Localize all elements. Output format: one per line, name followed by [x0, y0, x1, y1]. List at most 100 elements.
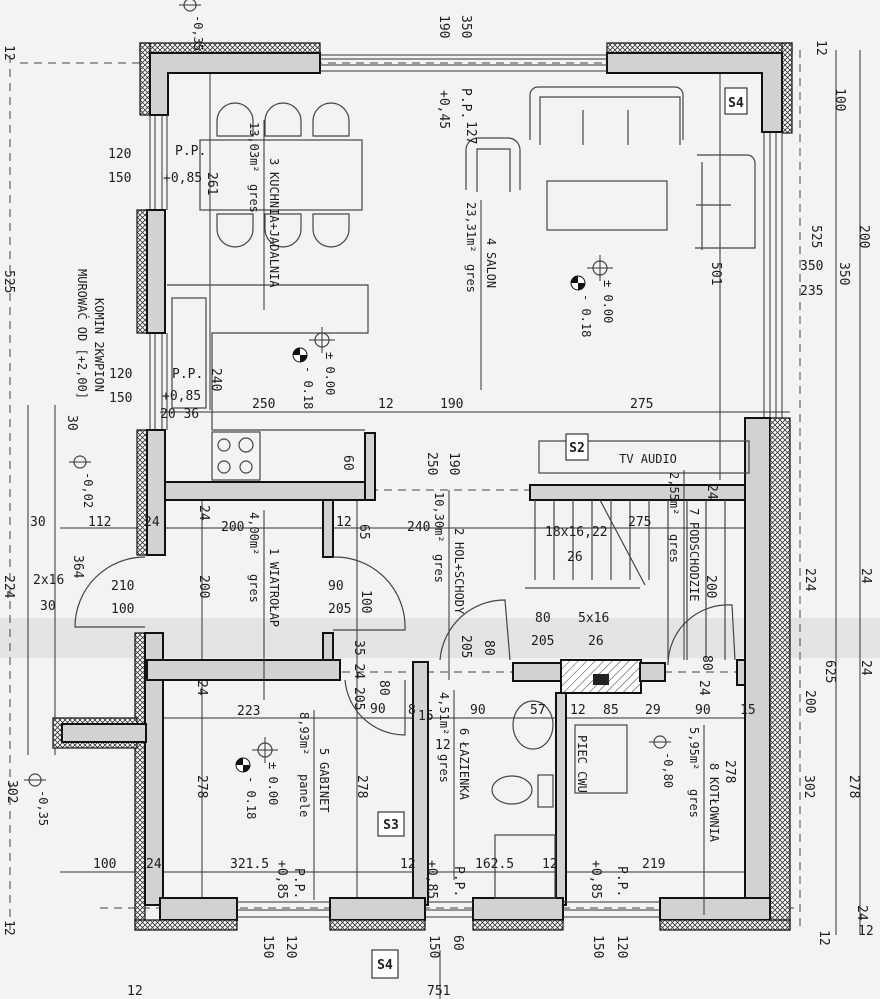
level-zero: ± 0.00 — [601, 280, 615, 323]
window-bottom — [237, 901, 660, 918]
wall — [472, 897, 564, 921]
dining-table — [199, 139, 363, 211]
level-marker-outside_left: -0,35 — [24, 773, 50, 826]
shower — [494, 834, 556, 899]
dimension-label: 100 — [93, 857, 116, 872]
room-name: GABINET — [317, 762, 331, 813]
dimension-label: 90 — [328, 579, 344, 594]
dimension-label: 24 — [146, 857, 162, 872]
dimension-label: P.P. — [172, 367, 203, 382]
room-name: ŁAZIENKA — [457, 741, 471, 801]
chair — [216, 213, 254, 248]
dimension-label: 30 — [30, 515, 46, 530]
dimension-label: 240 — [208, 368, 223, 391]
dimension-label: 29 — [645, 703, 661, 718]
dimension-label: 35 24 205 — [351, 640, 366, 710]
wall — [329, 897, 426, 921]
dimension-label: 127 — [463, 121, 478, 144]
room-floor: gres — [464, 264, 478, 293]
chair — [264, 102, 302, 137]
door-entrance-swing — [74, 556, 146, 628]
wall — [512, 662, 564, 682]
dimension-label: 90 — [695, 703, 711, 718]
chimney-flue — [593, 674, 609, 685]
dimension-label: 15 — [418, 709, 434, 724]
door-bath-swing — [439, 599, 511, 661]
dimension-label: 90 — [370, 702, 386, 717]
wall — [322, 632, 334, 664]
dimension-label: 26 — [588, 634, 604, 649]
room-floor: gres — [432, 554, 446, 583]
wall — [164, 481, 376, 501]
section-mark-s4-bottom: S4 — [377, 958, 393, 973]
kitchen-counter — [167, 284, 369, 430]
dimension-label: 350 — [800, 259, 823, 274]
dimension-label: 60 — [340, 455, 355, 471]
chimney-note-2: MUROWAĆ OD [+2,00] — [75, 269, 90, 399]
dimension-label: 120 — [283, 935, 298, 958]
wall — [322, 499, 334, 558]
room-number: 6 — [457, 728, 471, 735]
dimension-label: 224 — [802, 568, 817, 592]
wall-hatch — [136, 429, 148, 556]
wall — [659, 897, 771, 921]
dimension-label: 302 — [4, 780, 19, 803]
washbasin — [512, 700, 554, 750]
wall-hatch — [659, 919, 791, 931]
armchair — [465, 137, 521, 192]
dimension-label: 275 — [628, 515, 651, 530]
chimney-note-1: KOMIN 2KWPION — [92, 298, 106, 392]
dimension-label: 200 — [802, 690, 817, 713]
dimension-label: 80 — [376, 680, 391, 696]
dimension-label: 278 — [194, 775, 209, 798]
dimension-label: +0,85 — [588, 860, 603, 899]
dimension-label: 20 36 — [160, 407, 199, 422]
dimension-label: 24 — [704, 484, 719, 500]
dimension-label: 12 — [542, 857, 558, 872]
dimension-label: 24 — [696, 680, 711, 696]
dimension-label: 150 — [109, 391, 132, 406]
wall — [529, 484, 761, 501]
stair-cut-line — [599, 499, 646, 586]
dimension-label: 364 — [70, 555, 85, 579]
dimension-label: +0,45 — [436, 90, 451, 129]
dimension-label: 85 — [603, 703, 619, 718]
toilet-tank — [537, 774, 554, 808]
dimension-label: 12 — [127, 984, 143, 999]
room-floor: gres — [437, 754, 451, 783]
dimension-label: 18x16,22 — [545, 525, 608, 540]
sofa-side — [695, 154, 756, 250]
section-mark-s2: S2 — [569, 441, 585, 456]
level-value: -0,80 — [661, 752, 675, 788]
room-floor: gres — [247, 184, 261, 213]
coffee-table — [546, 180, 668, 231]
dimension-label: 60 — [450, 935, 465, 951]
dimension-label: 250 — [424, 452, 439, 475]
dimension-label: 12 — [336, 515, 352, 530]
wall — [606, 52, 783, 133]
dimension-label: 57 — [530, 703, 546, 718]
cooktop — [211, 431, 261, 481]
room-name: HOL+SCHODY — [452, 542, 466, 615]
door-gabinet-swing — [344, 679, 406, 736]
dimension-label: 120 — [614, 935, 629, 958]
wall — [639, 662, 666, 682]
dimension-label: P.P. — [175, 144, 206, 159]
dimension-label: +0,85 — [162, 389, 201, 404]
dimension-label: 24 — [194, 680, 209, 696]
window-right — [763, 132, 783, 418]
sofa — [529, 86, 684, 145]
dimension-label: 12 — [816, 930, 831, 946]
dimension-label: 250 — [252, 397, 275, 412]
wall-hatch — [606, 42, 793, 54]
dimension-label: +0,85 — [424, 860, 439, 899]
dimension-label: 12 — [1, 920, 16, 936]
dimension-label: 210 — [111, 579, 134, 594]
